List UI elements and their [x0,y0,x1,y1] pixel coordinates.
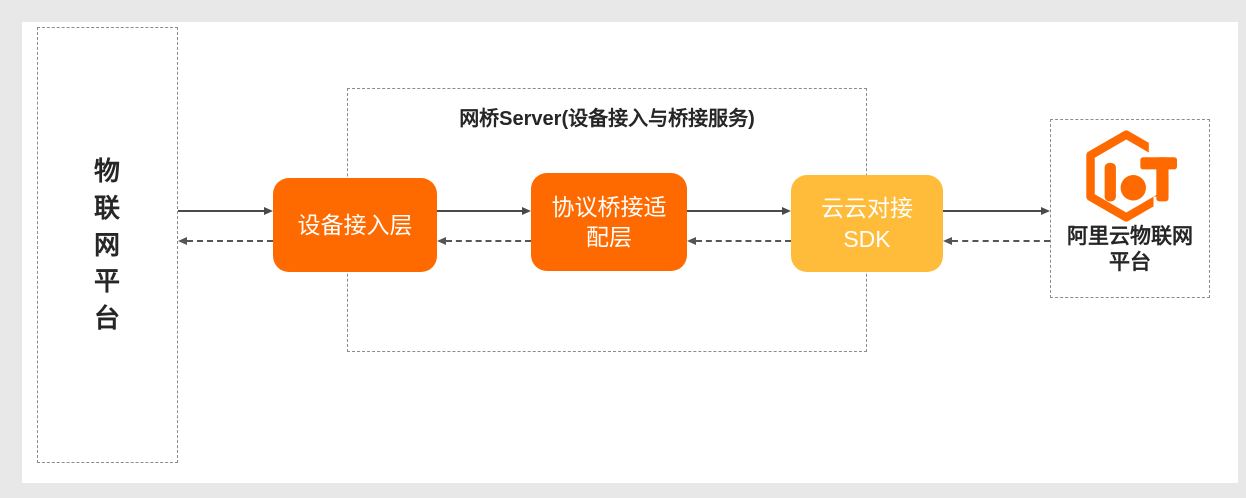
arrow-forward-iot-to-device [178,207,273,215]
arrow-backward-aliyun-to-sdk [943,237,1050,245]
iot-platform-box: 物 联 网 平 台 [37,27,178,463]
device-access-layer-node: 设备接入层 [273,178,437,272]
arrow-backward-bridge-to-device [437,237,531,245]
protocol-bridge-adapter-layer-node: 协议桥接适 配层 [531,173,687,271]
aliyun-iot-platform-box: 阿里云物联网 平台 [1050,119,1210,298]
arrow-backward-device-to-iot [178,237,273,245]
bridge-server-title: 网桥Server(设备接入与桥接服务) [459,108,755,130]
logo-i-bar [1104,162,1116,202]
logo-t-stem [1156,157,1169,202]
aliyun-iot-logo-icon [1086,130,1179,222]
logo-gap-bottom-right [1153,196,1179,207]
cloud-cloud-sdk-node: 云云对接 SDK [791,175,943,272]
logo-o-dot [1120,175,1146,201]
arrow-forward-sdk-to-aliyun [943,207,1050,215]
iot-platform-label: 物 联 网 平 台 [93,155,121,334]
aliyun-iot-platform-label: 阿里云物联网 平台 [1067,225,1193,275]
arrow-backward-sdk-to-bridge [687,237,791,245]
arrow-forward-bridge-to-sdk [687,207,791,215]
arrow-forward-device-to-bridge [437,207,531,215]
